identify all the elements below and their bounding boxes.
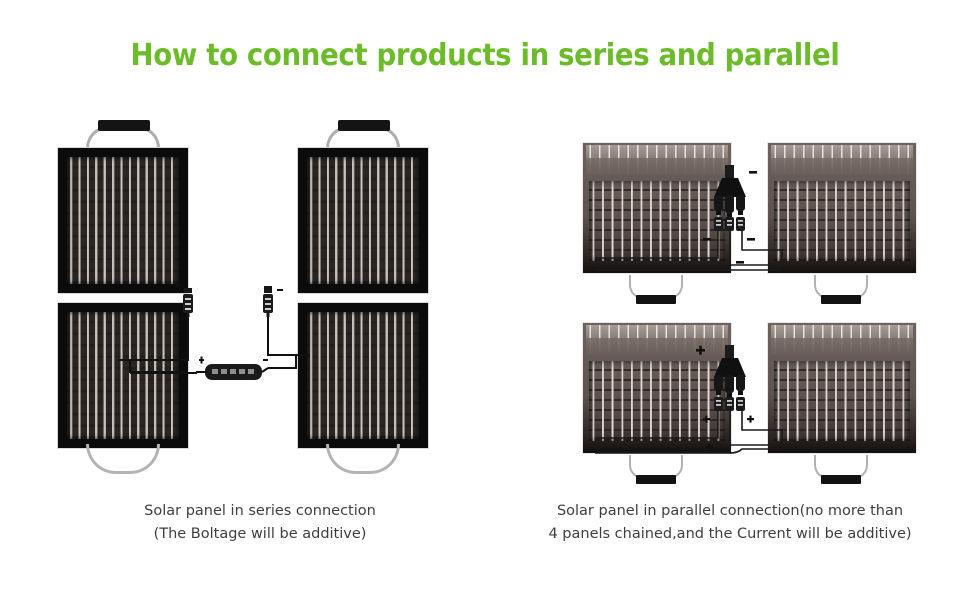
mc4-inline-coupler — [199, 356, 268, 380]
parallel-positive-block — [500, 305, 970, 484]
series-caption-line-1: Solar panel in series connection — [144, 503, 376, 519]
panel-half-upper — [298, 148, 428, 293]
series-caption: Solar panel in series connection (The Bo… — [40, 500, 480, 546]
panel-kickstand-icon — [814, 455, 868, 484]
polarity-marks-negative — [703, 171, 757, 264]
series-diagram — [0, 110, 480, 480]
panel-half-upper — [58, 148, 188, 293]
panel-folded-strip — [586, 145, 728, 175]
panel-folded-strip — [771, 325, 913, 355]
solar-cell-array — [67, 157, 179, 284]
flat-solar-panel-left — [583, 323, 731, 484]
mc4-plug-positive — [175, 280, 193, 317]
y-branch-3-way-connector — [714, 345, 746, 411]
parallel-positive-wiring — [595, 345, 783, 454]
flat-solar-panel-right — [768, 143, 916, 304]
parallel-caption-line-2: 4 panels chained,and the Current will be… — [548, 526, 912, 542]
series-wiring — [118, 280, 310, 380]
panel-handle-top-icon — [320, 118, 406, 160]
panel-folded-strip — [586, 325, 728, 355]
folded-solar-panel-left — [58, 120, 188, 474]
panel-kickstand-icon — [629, 275, 683, 304]
page-title: How to connect products in series and pa… — [130, 38, 840, 73]
series-caption-line-2: (The Boltage will be additive) — [153, 526, 367, 542]
parallel-diagrams — [500, 110, 970, 484]
panel-folded-strip — [771, 145, 913, 175]
solar-cell-array — [589, 361, 725, 441]
flat-solar-panel-right — [768, 323, 916, 484]
y-branch-3-way-connector — [714, 165, 746, 231]
parallel-caption: Solar panel in parallel connection(no mo… — [520, 500, 940, 546]
solar-cell-array — [307, 157, 419, 284]
solar-cell-array — [774, 361, 910, 441]
panel-kickstand-icon — [814, 275, 868, 304]
parallel-negative-block — [500, 125, 970, 304]
solar-cell-array — [589, 181, 725, 261]
polarity-marks-positive — [696, 345, 754, 451]
solar-cell-array — [307, 312, 419, 439]
flat-solar-panel-left — [583, 143, 731, 304]
folded-solar-panel-right — [298, 120, 428, 474]
solar-cell-array — [67, 312, 179, 439]
panel-half-lower — [58, 303, 188, 448]
parallel-caption-line-1: Solar panel in parallel connection(no mo… — [556, 503, 904, 519]
mc4-plug-negative — [263, 286, 283, 317]
solar-cell-array — [774, 181, 910, 261]
panel-handle-top-icon — [80, 118, 166, 160]
panel-kickstand-icon — [629, 455, 683, 484]
panel-half-lower — [298, 303, 428, 448]
parallel-negative-wiring — [595, 165, 783, 271]
